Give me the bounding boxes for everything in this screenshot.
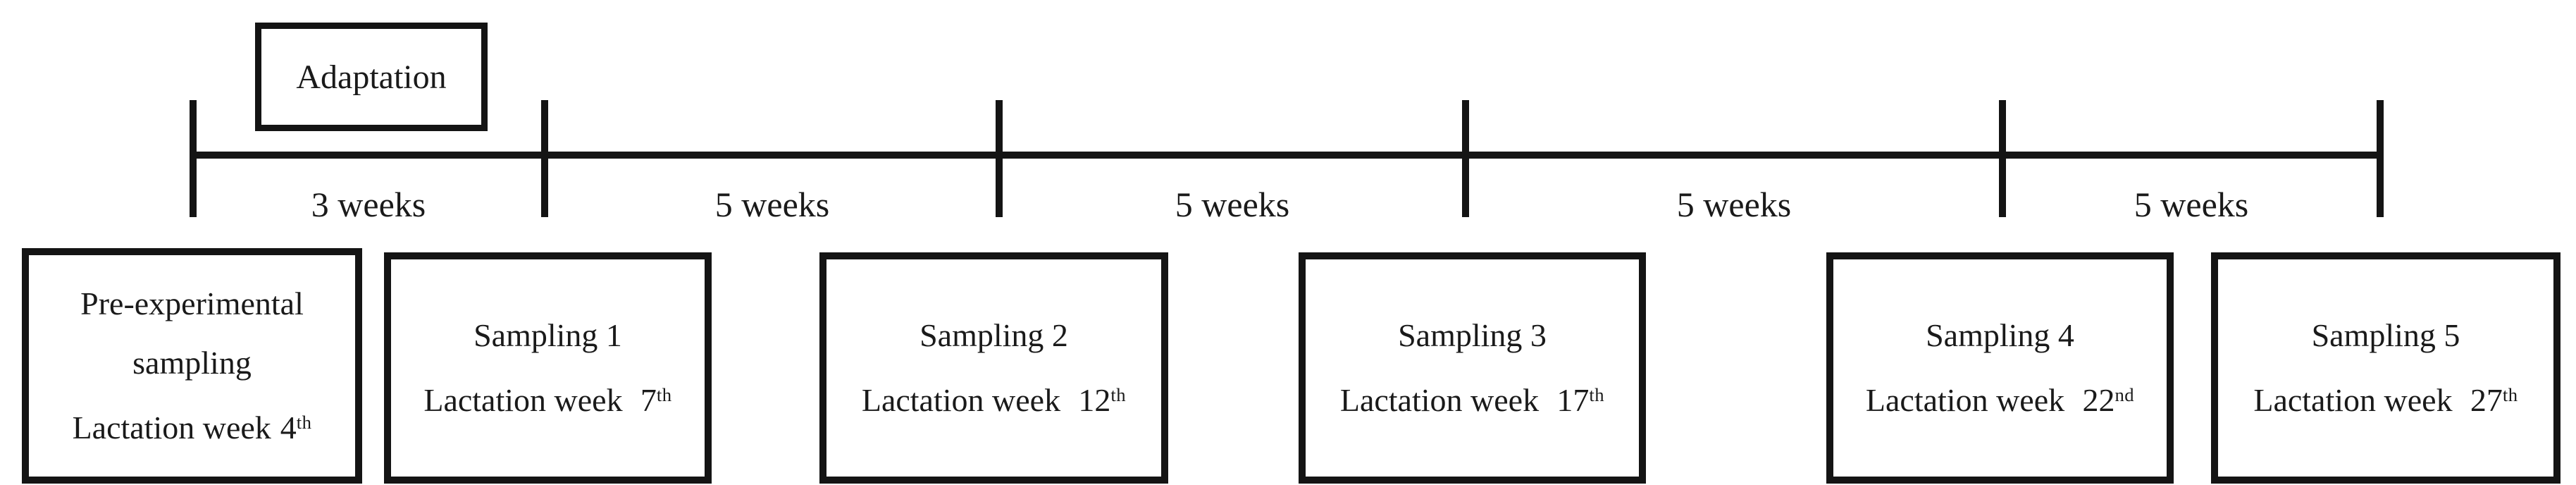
week-number: 17 [1556, 381, 1590, 418]
timeline-axis [190, 152, 2384, 159]
timeline-tick-5 [1999, 100, 2006, 217]
adaptation-label: Adaptation [296, 58, 447, 96]
week-prefix: Lactation week [861, 381, 1061, 418]
sampling-box-2: Sampling 2 Lactation week 12th [819, 252, 1168, 484]
week-ordinal: nd [2114, 384, 2135, 406]
box-title-line: Sampling 1 [473, 317, 622, 354]
interval-label-4: 5 weeks [1676, 185, 1792, 224]
week-number: 27 [2470, 381, 2503, 418]
box-title-line: Sampling 2 [919, 317, 1068, 354]
timeline-tick-4 [1462, 100, 1469, 217]
interval-label-2: 5 weeks [714, 185, 830, 224]
box-title-line: Sampling 3 [1398, 317, 1547, 354]
adaptation-box: Adaptation [255, 23, 488, 131]
sampling-box-4: Sampling 4 Lactation week 22nd [1826, 252, 2174, 484]
box-title-line: Pre-experimental [80, 286, 304, 322]
week-prefix: Lactation week [1339, 381, 1540, 418]
sampling-box-3: Sampling 3 Lactation week 17th [1299, 252, 1646, 484]
week-ordinal: th [1110, 384, 1127, 406]
sampling-box-pre-experimental: Pre-experimental sampling Lactation week… [22, 248, 362, 484]
week-prefix: Lactation week [2253, 381, 2453, 418]
interval-label-5: 5 weeks [2134, 185, 2249, 224]
week-prefix: Lactation week [72, 409, 271, 446]
interval-label-1: 3 weeks [311, 185, 426, 224]
box-title-line: Sampling 5 [2311, 317, 2460, 354]
box-title-line: Sampling 4 [1926, 317, 2074, 354]
box-week-line: Lactation week 7th [423, 365, 671, 430]
week-ordinal: th [2502, 384, 2518, 406]
box-week-line: Lactation week 22nd [1866, 365, 2134, 430]
sampling-box-1: Sampling 1 Lactation week 7th [384, 252, 712, 484]
interval-label-3: 5 weeks [1175, 185, 1290, 224]
sampling-box-5: Sampling 5 Lactation week 27th [2211, 252, 2560, 484]
week-prefix: Lactation week [1865, 381, 2065, 418]
week-ordinal: th [296, 412, 312, 434]
box-week-line: Lactation week 12th [862, 365, 1126, 430]
box-week-line: Lactation week 27th [2253, 365, 2518, 430]
timeline-tick-3 [996, 100, 1003, 217]
box-title-line: sampling [132, 345, 252, 381]
timeline-tick-6 [2377, 100, 2384, 217]
week-number: 12 [1078, 381, 1111, 418]
box-week-line: Lactation week 17th [1340, 365, 1604, 430]
week-number: 22 [2082, 381, 2115, 418]
week-ordinal: th [1589, 384, 1605, 406]
week-prefix: Lactation week [423, 381, 623, 418]
timeline-tick-2 [541, 100, 548, 217]
week-number: 4 [280, 409, 297, 446]
week-number: 7 [640, 381, 657, 418]
week-ordinal: th [656, 384, 672, 406]
timeline-tick-1 [190, 100, 197, 217]
